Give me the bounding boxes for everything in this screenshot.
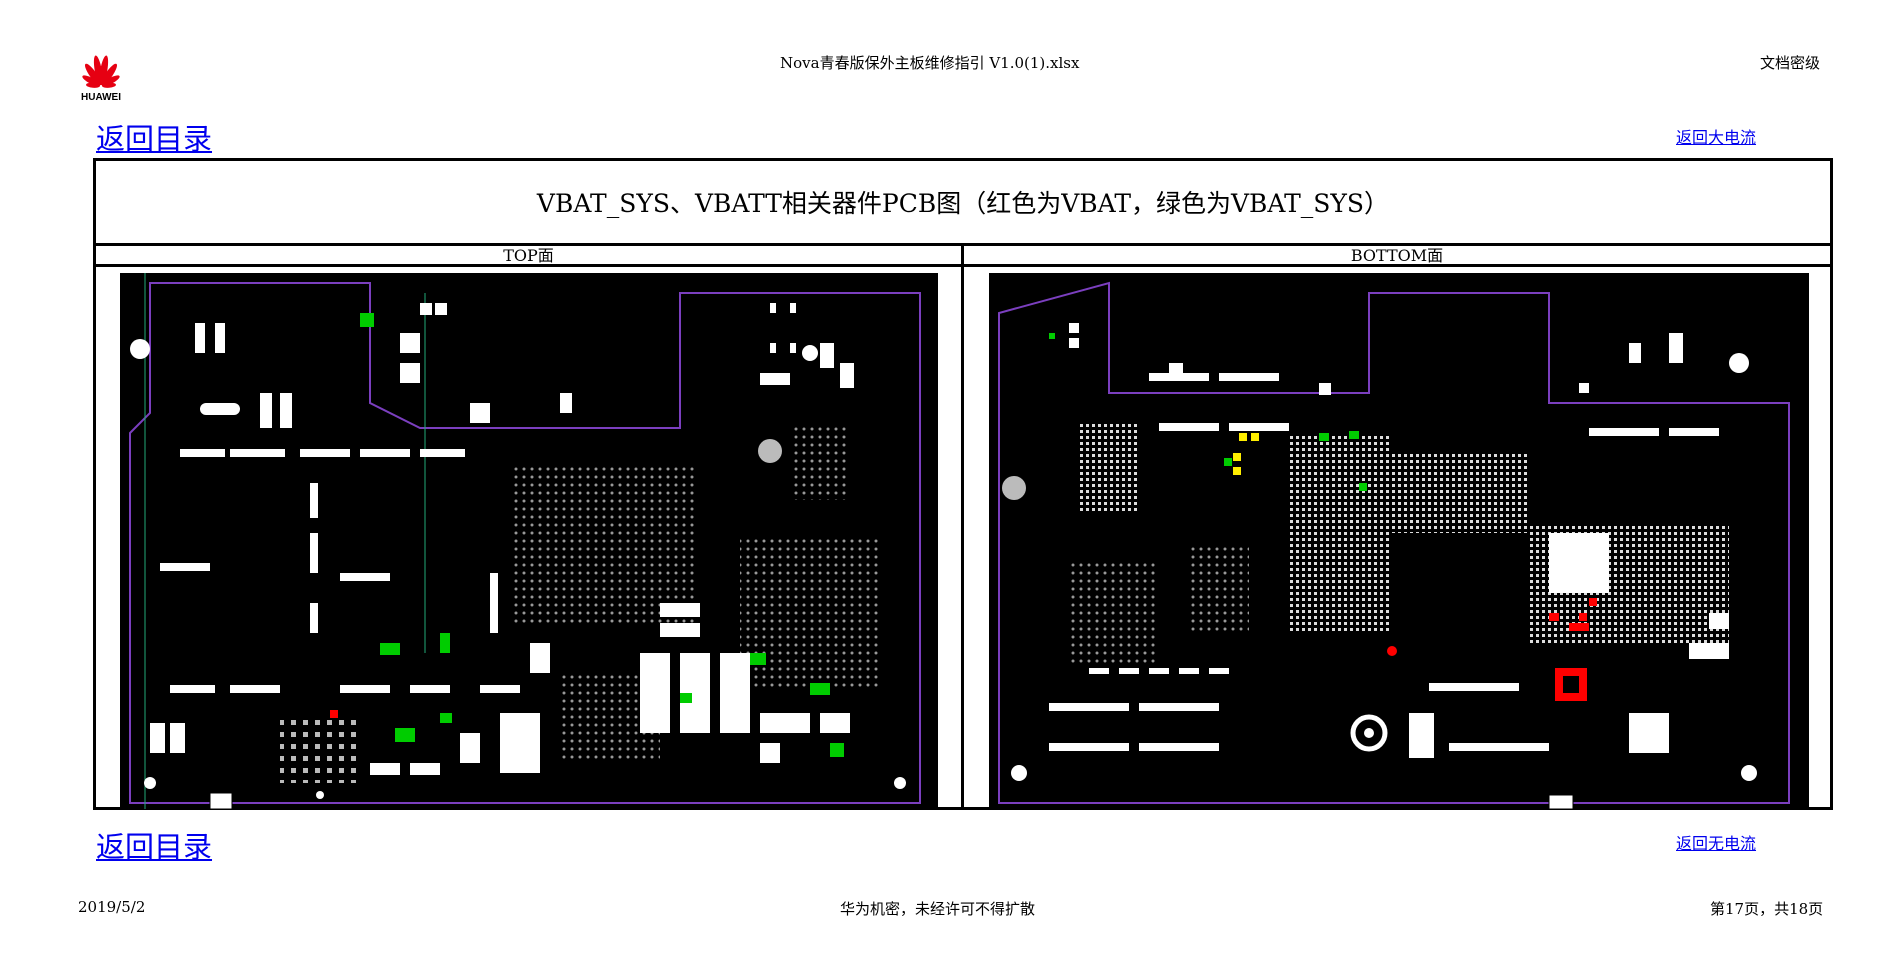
huawei-flower-icon	[82, 55, 120, 88]
footer-page-number: 第17页，共18页	[1710, 900, 1824, 918]
footer-date: 2019/5/2	[78, 898, 146, 916]
back-to-toc-link[interactable]: 返回目录	[96, 122, 213, 156]
pcb-bottom-image	[989, 273, 1809, 809]
pcb-table-title: VBAT_SYS、VBATT相关器件PCB图（红色为VBAT，绿色为VBAT_S…	[96, 161, 1830, 246]
bottom-side-header: BOTTOM面	[964, 243, 1830, 267]
document-filename: Nova青春版保外主板维修指引 V1.0(1).xlsx	[780, 54, 1080, 72]
huawei-logo: HUAWEI	[70, 50, 132, 103]
pcb-table: VBAT_SYS、VBATT相关器件PCB图（红色为VBAT，绿色为VBAT_S…	[93, 158, 1833, 810]
logo-wordmark: HUAWEI	[81, 92, 121, 103]
back-to-toc-link-bottom[interactable]: 返回目录	[96, 830, 213, 864]
pcb-bottom-drawing	[998, 281, 1790, 809]
column-divider	[961, 243, 964, 807]
pcb-top-image	[120, 273, 938, 809]
back-to-no-current-link[interactable]: 返回无电流	[1676, 834, 1757, 853]
security-classification: 文档密级	[1760, 54, 1821, 72]
footer-confidential-notice: 华为机密，未经许可不得扩散	[840, 900, 1036, 918]
pcb-top-drawing	[129, 273, 921, 809]
back-to-big-current-link[interactable]: 返回大电流	[1676, 128, 1757, 147]
top-side-header: TOP面	[96, 243, 961, 267]
